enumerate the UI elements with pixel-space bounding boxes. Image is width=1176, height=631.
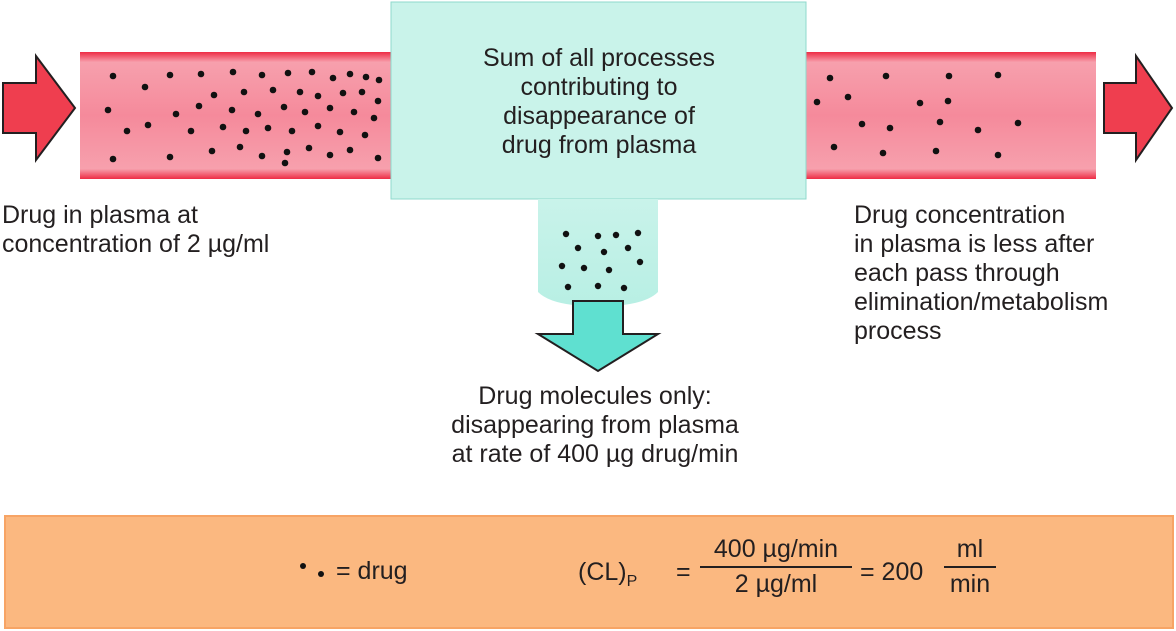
outflow-caption: Drug concentration in plasma is less aft… <box>854 201 1108 346</box>
formula-denominator: 2 µg/ml <box>734 570 818 598</box>
fraction-bar <box>700 566 852 568</box>
formula-lhs-symbol: (CL) <box>578 558 627 586</box>
inflow-arrow-icon <box>2 53 77 163</box>
elimination-box-label: Sum of all processes contributing to dis… <box>392 44 806 160</box>
formula-lhs: (CL)P <box>578 558 638 590</box>
elimination-channel <box>538 199 658 305</box>
formula-lhs-subscript: P <box>626 573 638 590</box>
drug-dots-eliminated <box>558 229 644 292</box>
text-line: process <box>854 317 942 345</box>
formula-numerator: 400 µg/min <box>713 535 839 563</box>
legend-panel: = drug (CL)P = 400 µg/min 2 µg/ml = 200 … <box>4 515 1174 629</box>
formula-result: = 200 <box>860 558 924 586</box>
elimination-rate-caption: Drug molecules only: disappearing from p… <box>400 382 790 469</box>
text-line: disappearance of <box>503 102 695 130</box>
formula-unit-fraction: ml min <box>944 535 996 599</box>
unit-denominator: min <box>949 570 991 598</box>
text-line: each pass through <box>854 259 1060 287</box>
inflow-caption: Drug in plasma at concentration of 2 µg/… <box>2 201 269 259</box>
text-line: disappearing from plasma <box>451 411 739 439</box>
outflow-arrow-icon <box>1103 52 1174 164</box>
text-line: concentration of 2 µg/ml <box>2 230 270 258</box>
down-arrow-icon <box>534 300 662 373</box>
fraction-bar <box>944 566 996 568</box>
plasma-vessel-left <box>80 52 396 179</box>
text-line: at rate of 400 µg drug/min <box>451 440 739 468</box>
text-line: Drug in plasma at <box>2 201 198 229</box>
unit-numerator: ml <box>956 535 984 563</box>
text-line: elimination/metabolism <box>854 288 1109 316</box>
text-line: in plasma is less after <box>854 230 1095 258</box>
drug-dots-right <box>813 71 1022 159</box>
elimination-box <box>390 1 807 200</box>
text-line: Drug concentration <box>854 201 1066 229</box>
formula-equals: = <box>676 558 691 586</box>
drug-dot-icon <box>318 571 324 577</box>
plasma-vessel-right <box>806 52 1096 179</box>
text-line: drug from plasma <box>501 131 697 159</box>
formula-fraction: 400 µg/min 2 µg/ml <box>700 535 852 599</box>
legend-key-label: = drug <box>336 557 408 585</box>
drug-dots-left <box>104 68 383 167</box>
text-line: Sum of all processes <box>482 44 716 72</box>
text-line: Drug molecules only: <box>478 382 712 410</box>
drug-dot-icon <box>300 563 306 569</box>
text-line: contributing to <box>520 73 678 101</box>
